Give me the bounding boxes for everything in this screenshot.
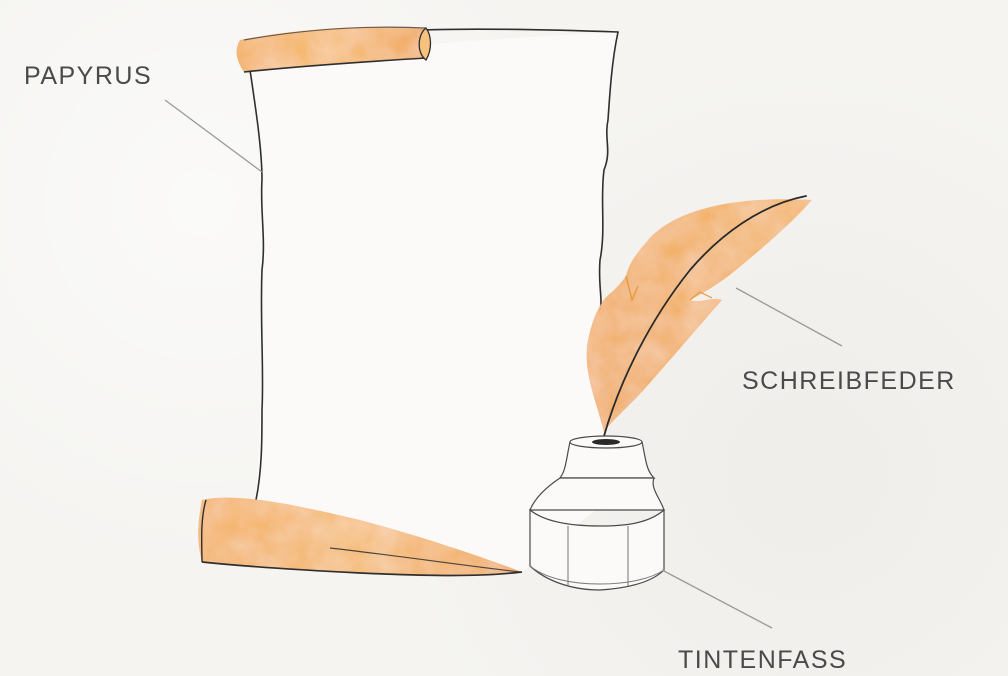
tintenfass-leader-line: [662, 570, 772, 628]
quill-feather-icon: [587, 196, 812, 436]
schreibfeder-leader-line: [736, 288, 842, 346]
schreibfeder-label: SCHREIBFEDER: [742, 369, 956, 394]
papyrus-leader-line: [165, 100, 262, 172]
papyrus-label: PAPYRUS: [24, 64, 152, 89]
tintenfass-label: TINTENFASS: [678, 648, 847, 673]
